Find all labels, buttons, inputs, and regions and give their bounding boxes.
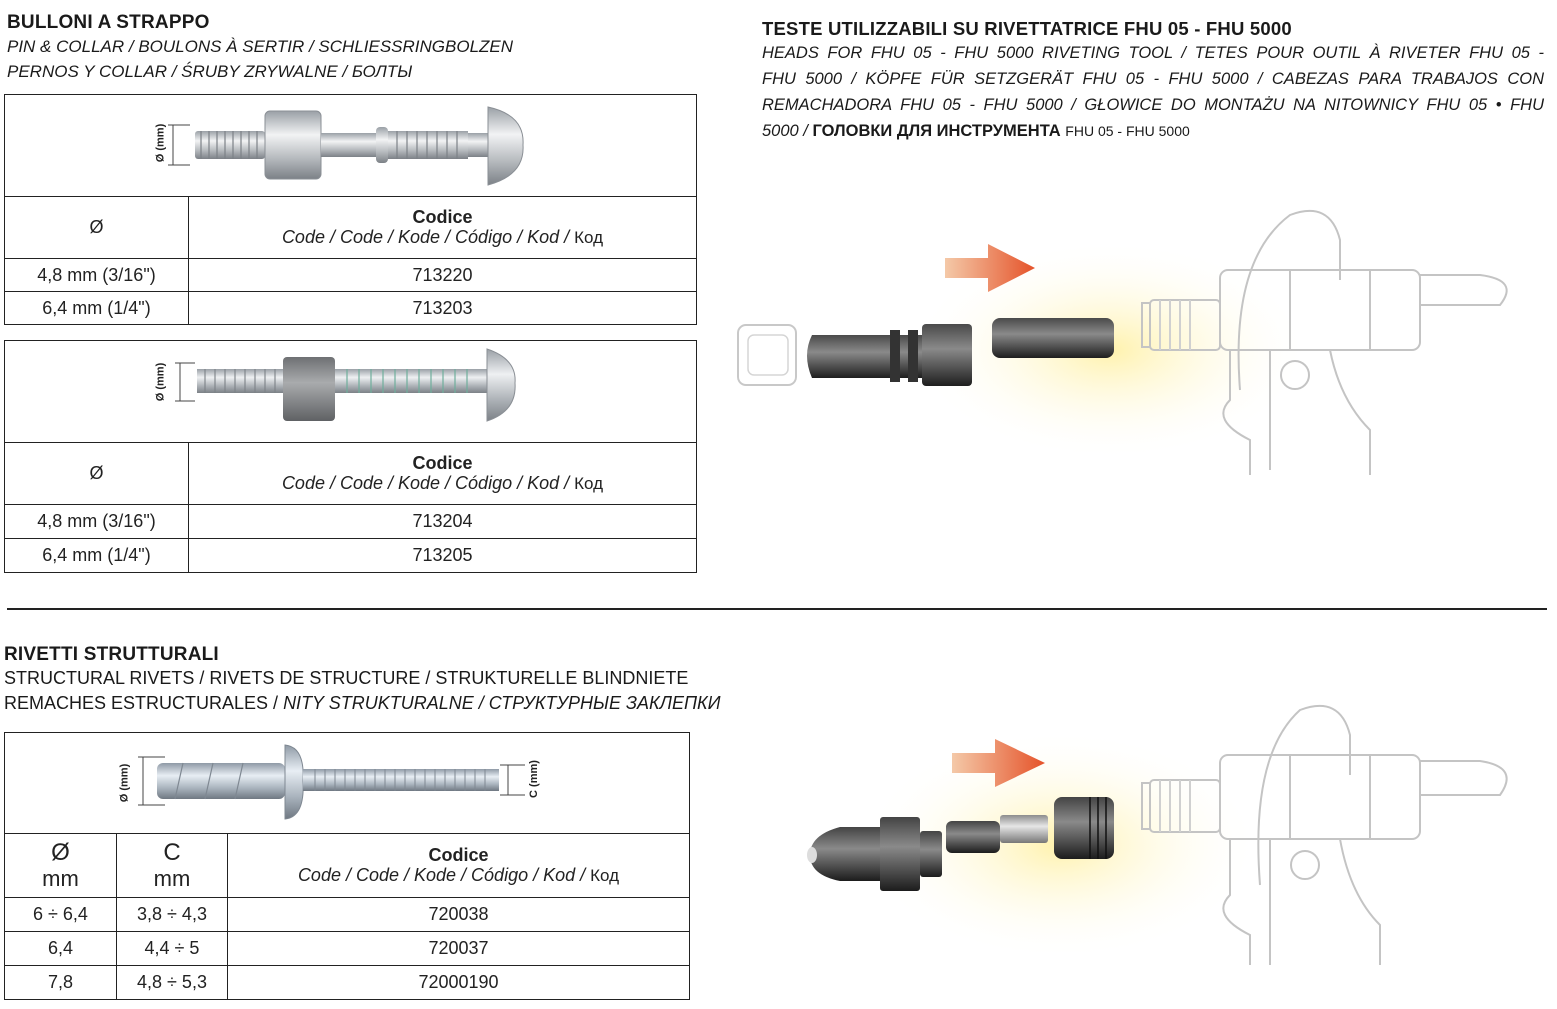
code-title: Codice <box>412 207 473 227</box>
code-cell: 720038 <box>227 897 690 932</box>
code-title: Codice <box>428 845 489 865</box>
c-column-header: C mm <box>116 833 228 898</box>
code-cell: 713220 <box>188 258 697 292</box>
code-russian: Код <box>574 228 604 247</box>
structural-rivet-image <box>138 744 525 820</box>
heads-title: TESTE UTILIZZABILI SU RIVETTATRICE FHU 0… <box>762 18 1292 39</box>
c-unit: mm <box>153 865 191 891</box>
section-divider <box>7 608 1547 610</box>
diameter-cell: 4,8 mm (3/16") <box>4 258 189 292</box>
section2-header: RIVETTI STRUTTURALI STRUCTURAL RIVETS / … <box>4 644 721 716</box>
pin-collar-bolt-image <box>175 348 516 422</box>
code-cell: 713203 <box>188 291 697 325</box>
heads-line-1: HEADS FOR FHU 05 - FHU 5000 RIVETING TOO… <box>762 44 1544 62</box>
diameter-unit: mm <box>42 865 79 891</box>
section1-subtitle-1: PIN & COLLAR / BOULONS À SERTIR / SCHLIE… <box>7 37 514 56</box>
code-cell: 713204 <box>188 504 697 539</box>
direction-arrow-icon <box>952 739 1045 787</box>
code-column-header: Codice Code / Code / Kode / Código / Kod… <box>188 442 697 505</box>
table-row: 7,8 4,8 ÷ 5,3 72000190 <box>4 965 690 1000</box>
diameter-dimension-label: Ø (mm) <box>154 362 167 402</box>
section2-subtitle-2: REMACHES ESTRUCTURALES / NITY STRUKTURAL… <box>4 691 721 716</box>
table-row: 6 ÷ 6,4 3,8 ÷ 4,3 720038 <box>4 897 690 932</box>
heads-header: TESTE UTILIZZABILI SU RIVETTATRICE FHU 0… <box>762 18 1544 144</box>
c-cell: 4,8 ÷ 5,3 <box>116 965 228 1000</box>
section2-subtitle-2a: REMACHES ESTRUCTURALES / <box>4 693 279 713</box>
riveting-tool-illustration-1 <box>737 210 1508 475</box>
diameter-cell: 7,8 <box>4 965 117 1000</box>
direction-arrow-icon <box>945 244 1035 292</box>
c-dimension-label: C (mm) <box>527 760 540 798</box>
heads-line-4: 5000 / ГОЛОВКИ ДЛЯ ИНСТРУМЕНТА FHU 05 - … <box>762 118 1544 144</box>
code-column-header: Codice Code / Code / Kode / Código / Kod… <box>227 833 690 898</box>
pin-collar-bolt-image <box>168 106 524 186</box>
code-cell: 72000190 <box>227 965 690 1000</box>
diameter-dimension-label: Ø (mm) <box>154 123 167 163</box>
section2-subtitle-2b: NITY STRUKTURALNE <box>283 693 474 713</box>
pin-collar-table-1: Ø (mm) Ø Codice Code / Code / Kode / Cód… <box>4 94 697 325</box>
product-image-cell: Ø (mm) C (mm) <box>4 732 690 834</box>
code-languages: Code / Code / Kode / Código / Kod / <box>281 227 570 247</box>
code-column-header: Codice Code / Code / Kode / Código / Kod… <box>188 196 697 259</box>
section2-subtitle-1: STRUCTURAL RIVETS / RIVETS DE STRUCTURE … <box>4 668 689 688</box>
heads-line-4c: FHU 05 - FHU 5000 <box>1065 123 1190 139</box>
c-cell: 4,4 ÷ 5 <box>116 931 228 966</box>
code-title: Codice <box>412 453 473 473</box>
heads-line-2: FHU 5000 / KÖPFE FÜR SETZGERÄT FHU 05 - … <box>762 70 1544 88</box>
diameter-cell: 6,4 <box>4 931 117 966</box>
diameter-column-header: Ø mm <box>4 833 117 898</box>
c-symbol: C <box>163 838 181 866</box>
code-russian: Код <box>574 474 604 493</box>
diameter-cell: 6,4 mm (1/4") <box>4 538 189 573</box>
product-image-cell: Ø (mm) <box>4 94 697 197</box>
table-row: 4,8 mm (3/16") 713220 <box>4 258 697 292</box>
c-cell: 3,8 ÷ 4,3 <box>116 897 228 932</box>
section1-header: BULLONI A STRAPPO PIN & COLLAR / BOULONS… <box>7 12 513 84</box>
diameter-symbol: Ø <box>51 838 70 866</box>
structural-rivets-table: Ø (mm) C (mm) Ø mm C mm Codice Code / Co… <box>4 732 690 1000</box>
table-row: 6,4 4,4 ÷ 5 720037 <box>4 931 690 966</box>
product-image-cell: Ø (mm) <box>4 340 697 443</box>
code-cell: 720037 <box>227 931 690 966</box>
pin-collar-table-2: Ø (mm) Ø Codice Code / Code / Kode / Cód… <box>4 340 697 573</box>
diameter-cell: 6,4 mm (1/4") <box>4 291 189 325</box>
table-row: 6,4 mm (1/4") 713205 <box>4 538 697 573</box>
code-languages: Code / Code / Kode / Código / Kod / <box>297 865 586 885</box>
diameter-column-header: Ø <box>4 196 189 259</box>
code-languages: Code / Code / Kode / Código / Kod / <box>281 473 570 493</box>
section2-title: RIVETTI STRUTTURALI <box>4 644 219 665</box>
heads-line-4a: 5000 / <box>762 122 808 140</box>
diameter-cell: 6 ÷ 6,4 <box>4 897 117 932</box>
diameter-column-header: Ø <box>4 442 189 505</box>
heads-line-3: REMACHADORA FHU 05 - FHU 5000 / GŁOWICE … <box>762 96 1544 114</box>
heads-line-4b: ГОЛОВКИ ДЛЯ ИНСТРУМЕНТА <box>812 122 1061 140</box>
section1-subtitle-2: PERNOS Y COLLAR / ŚRUBY ZRYWALNE / БОЛТЫ <box>7 62 413 81</box>
code-russian: Код <box>590 866 620 885</box>
table-row: 4,8 mm (3/16") 713204 <box>4 504 697 539</box>
section1-title: BULLONI A STRAPPO <box>7 12 210 33</box>
table-row: 6,4 mm (1/4") 713203 <box>4 291 697 325</box>
diameter-cell: 4,8 mm (3/16") <box>4 504 189 539</box>
riveting-tool-illustration-2 <box>807 705 1508 965</box>
diameter-dimension-label: Ø (mm) <box>118 763 131 803</box>
code-cell: 713205 <box>188 538 697 573</box>
section2-subtitle-2c: / СТРУКТУРНЫЕ ЗАКЛЕПКИ <box>478 693 721 713</box>
